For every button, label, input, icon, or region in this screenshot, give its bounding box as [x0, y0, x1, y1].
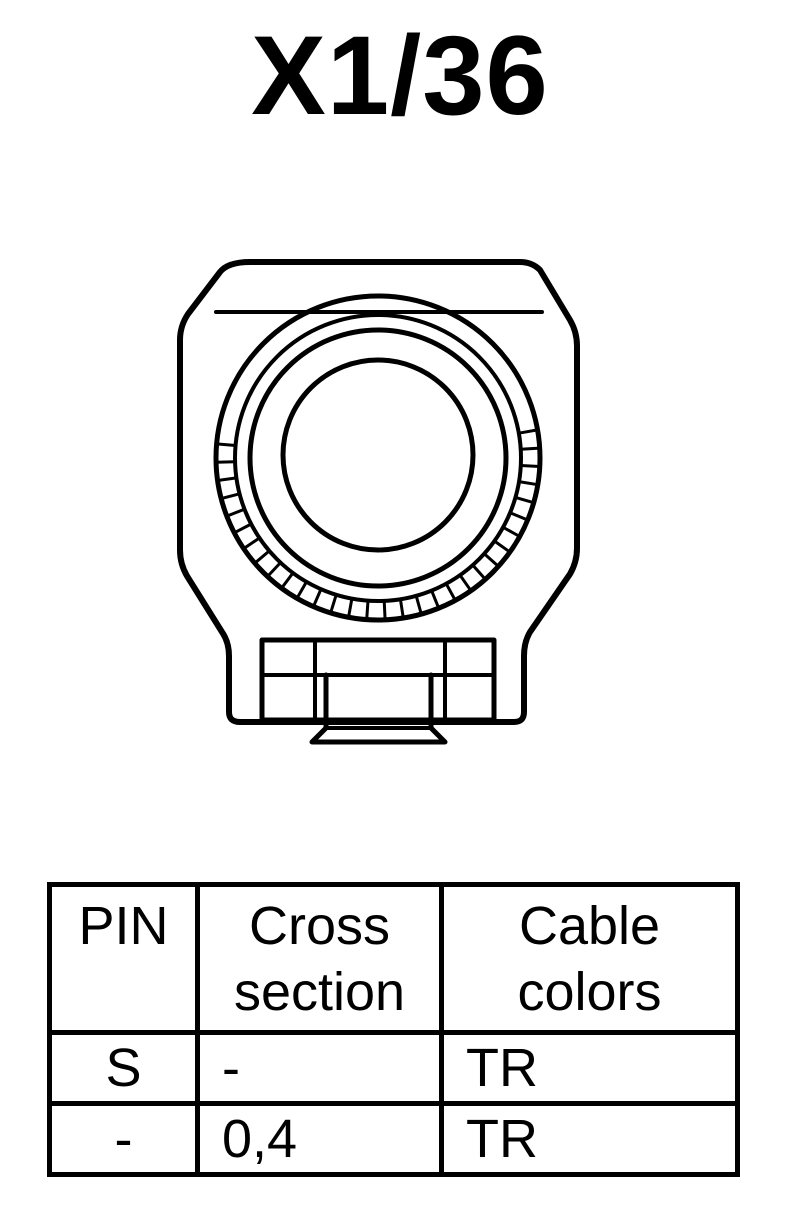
header-pin: PIN: [47, 882, 200, 1035]
knurl-tick: [414, 594, 423, 616]
header-cable-colors: Cable colors: [439, 882, 740, 1035]
knurl-tick: [482, 552, 500, 568]
table-row: S - TR: [47, 1030, 740, 1106]
header-cross-section-line-2: section: [233, 962, 406, 1022]
cell-cable-colors: TR: [439, 1030, 740, 1106]
knurl-tick: [295, 580, 308, 600]
cell-cross-section: -: [195, 1030, 444, 1106]
knurl-tick: [519, 446, 542, 451]
knurl-tick: [458, 573, 473, 593]
knurl-tick: [517, 480, 540, 487]
knurl-ticks: [214, 428, 542, 622]
connector-housing-outline: [177, 259, 580, 725]
nut-ring: [247, 327, 509, 589]
knurl-tick: [382, 599, 387, 622]
pin-table: PIN Cross section Cable colors S - TR - …: [47, 882, 740, 1177]
cell-cross-section: 0,4: [195, 1101, 444, 1177]
knurl-tick: [253, 549, 271, 565]
cell-pin: S: [47, 1030, 200, 1106]
knurl-tick: [517, 428, 539, 435]
cell-cable-colors: TR: [439, 1101, 740, 1177]
knurl-tick: [216, 476, 238, 482]
knurl-tick: [219, 492, 242, 501]
knurl-tick: [444, 582, 457, 602]
table-header-row: PIN Cross section Cable colors: [47, 882, 740, 1035]
latch-tab: [309, 672, 448, 745]
knurl-tick: [501, 525, 522, 538]
knurled-ring-inner: [233, 313, 523, 603]
header-cable-colors-line-1: Cable: [518, 896, 661, 956]
knurl-tick: [266, 561, 282, 578]
knurl-tick: [280, 571, 295, 590]
latch-block: [259, 637, 497, 723]
connector-drawing: [177, 259, 580, 745]
socket-face: [280, 357, 476, 553]
knurl-tick: [225, 507, 246, 518]
cell-pin: -: [47, 1101, 200, 1177]
header-pin-label: PIN: [78, 896, 169, 956]
knurl-tick: [311, 587, 323, 609]
knurl-tick: [519, 464, 542, 468]
header-cross-section-line-1: Cross: [248, 896, 390, 956]
header-cross-section: Cross section: [195, 882, 444, 1035]
knurl-tick: [430, 589, 441, 610]
knurl-tick: [471, 563, 487, 581]
knurl-tick: [514, 495, 536, 505]
knurl-tick: [215, 442, 237, 447]
connector-title: X1/36: [251, 13, 549, 138]
table-row: - 0,4 TR: [47, 1101, 740, 1177]
knurl-tick: [365, 599, 370, 622]
knurl-tick: [232, 522, 253, 535]
knurl-tick: [242, 536, 261, 551]
knurl-tick: [214, 460, 237, 464]
header-cable-colors-line-2: colors: [517, 962, 662, 1022]
knurled-ring-outer: [213, 293, 543, 623]
knurl-tick: [508, 511, 530, 522]
knurl-tick: [398, 597, 405, 620]
knurl-tick: [492, 539, 512, 554]
knurl-tick: [329, 593, 338, 615]
knurl-tick: [347, 597, 354, 619]
